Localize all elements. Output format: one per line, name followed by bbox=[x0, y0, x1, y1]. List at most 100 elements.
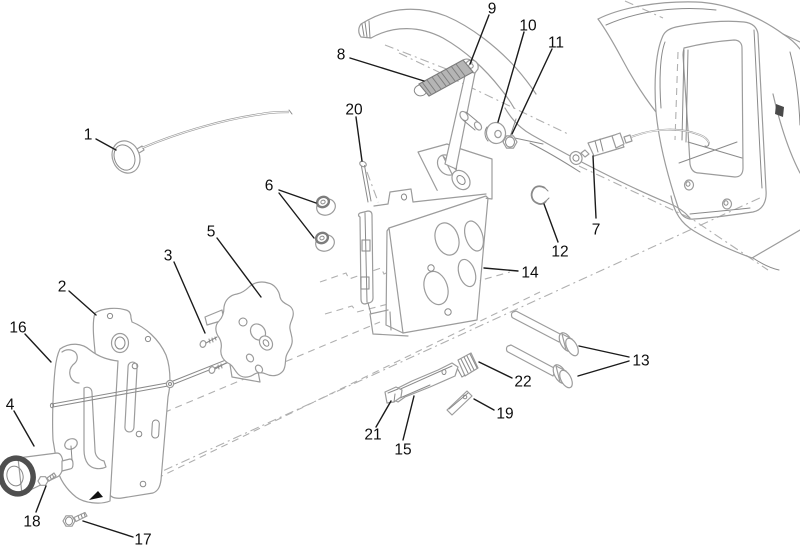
console-inner-wall bbox=[681, 49, 689, 143]
stud-tip bbox=[473, 121, 483, 131]
bolt-17-head-face bbox=[65, 516, 73, 526]
callout-label-21: 21 bbox=[364, 427, 381, 444]
washer-10 bbox=[485, 121, 507, 145]
console-bottom-edge bbox=[670, 195, 800, 259]
bolt-18-threads bbox=[49, 474, 54, 480]
plate-14-face-outline bbox=[388, 195, 489, 334]
bushings bbox=[314, 195, 336, 252]
knob-cap-center bbox=[6, 465, 24, 487]
callout-label-7: 7 bbox=[592, 222, 601, 239]
cable-wire-highlight bbox=[141, 111, 290, 149]
console-right-edge bbox=[782, 33, 800, 50]
spring-hook-left bbox=[413, 84, 427, 97]
handle-end-cap bbox=[358, 19, 372, 39]
callout-label-15: 15 bbox=[394, 442, 411, 459]
cam-hole bbox=[238, 317, 248, 327]
callout-label-9: 9 bbox=[488, 1, 497, 18]
plate-14-foot bbox=[369, 309, 409, 337]
cable-wire bbox=[141, 110, 290, 150]
clevis-pins bbox=[505, 310, 579, 389]
callout-label-12: 12 bbox=[551, 244, 568, 261]
knob bbox=[0, 445, 74, 497]
plate-14-hole-1 bbox=[427, 264, 435, 272]
callout-leader-4 bbox=[13, 410, 35, 447]
nut-11-face bbox=[505, 136, 515, 148]
callout-leader-18 bbox=[35, 485, 47, 513]
stud-body bbox=[462, 111, 479, 131]
cable-wire-7-end bbox=[704, 142, 710, 147]
channel-strip-edge bbox=[364, 212, 368, 303]
callout-label-13: 13 bbox=[632, 353, 649, 370]
bolt-17 bbox=[62, 511, 88, 527]
callout-label-2: 2 bbox=[58, 279, 67, 296]
channel-strip-cutout-1 bbox=[361, 239, 371, 252]
console-side-pocket bbox=[772, 93, 800, 174]
bolt-17-threads bbox=[77, 512, 86, 520]
bushing-1-bore bbox=[320, 199, 326, 205]
callout-leader-6-2 bbox=[278, 192, 315, 239]
washer-10-hole bbox=[494, 129, 502, 139]
part-15-slide bbox=[391, 362, 459, 403]
rear-plate-slot-small bbox=[151, 419, 160, 439]
console-bezel-rim-bottom bbox=[689, 207, 751, 215]
center-plate-assembly bbox=[357, 143, 493, 337]
rod-rear-tip bbox=[49, 402, 55, 409]
part-19-plate bbox=[446, 390, 473, 416]
callout-leader-11 bbox=[511, 48, 553, 135]
callout-label-3: 3 bbox=[164, 248, 173, 265]
console-left-edge bbox=[597, 18, 657, 113]
cam-peg-1 bbox=[245, 353, 255, 363]
part-22-foot bbox=[455, 365, 466, 378]
callout-leader-2 bbox=[68, 290, 97, 316]
bolt-18-shaft bbox=[46, 472, 57, 482]
bolt-17-shaft bbox=[73, 511, 88, 523]
plate-14-oval-4 bbox=[457, 258, 477, 288]
console-screw-hole-right-center bbox=[723, 200, 729, 206]
callout-leader-15 bbox=[402, 395, 415, 441]
knob-neck bbox=[61, 458, 74, 472]
front-plate-j-slot bbox=[83, 386, 107, 470]
bolt-18-head bbox=[37, 476, 49, 486]
cam-boss-front bbox=[258, 335, 274, 351]
pin-20-shaft bbox=[361, 165, 372, 203]
cable-barrel-bands bbox=[594, 138, 604, 153]
console-dome bbox=[597, 1, 800, 43]
callout-label-22: 22 bbox=[514, 374, 531, 391]
stud-head bbox=[459, 110, 469, 122]
front-plate-oval-hole bbox=[64, 438, 78, 450]
rear-plate-hole-1 bbox=[106, 312, 114, 320]
left-bracket-plates bbox=[52, 307, 171, 504]
console-bezel-rim-left bbox=[659, 41, 666, 109]
cable-assembly-7 bbox=[569, 128, 710, 166]
console-bezel-rim-right bbox=[753, 29, 763, 189]
callout-leader-13-2 bbox=[577, 360, 630, 377]
bushing-2-bore bbox=[319, 235, 325, 241]
actuator-rod-and-cam bbox=[49, 281, 294, 409]
callout-leader-10 bbox=[497, 31, 525, 123]
lever-tab-hole bbox=[468, 63, 474, 69]
callout-label-17: 17 bbox=[134, 532, 151, 549]
rear-plate-hole-5 bbox=[135, 430, 143, 438]
part-19-edge bbox=[448, 392, 469, 410]
pin-b-head-face bbox=[559, 369, 573, 389]
centerline-console-top bbox=[624, 0, 664, 19]
cable-with-disc bbox=[111, 109, 293, 174]
plate-14-oval-2 bbox=[464, 220, 484, 252]
callout-label-18: 18 bbox=[23, 514, 40, 531]
console-opening bbox=[682, 39, 744, 178]
centerline-cable-axis bbox=[578, 165, 769, 271]
pin-20 bbox=[359, 160, 372, 203]
screw-3a-shaft bbox=[205, 336, 218, 344]
callout-leader-1 bbox=[95, 138, 117, 151]
callout-leader-17 bbox=[82, 520, 134, 538]
rod-eyelet-hole bbox=[168, 382, 172, 386]
callout-label-6: 6 bbox=[265, 178, 274, 195]
cable-wire-7 bbox=[630, 128, 710, 144]
part-22-ribs bbox=[460, 353, 478, 374]
handle-band bbox=[358, 8, 537, 109]
hidden-edge-b bbox=[134, 291, 541, 490]
cable-eyelet-hole bbox=[572, 154, 580, 162]
channel-strip-cutout-2 bbox=[360, 276, 370, 290]
callout-leader-5 bbox=[216, 237, 262, 298]
